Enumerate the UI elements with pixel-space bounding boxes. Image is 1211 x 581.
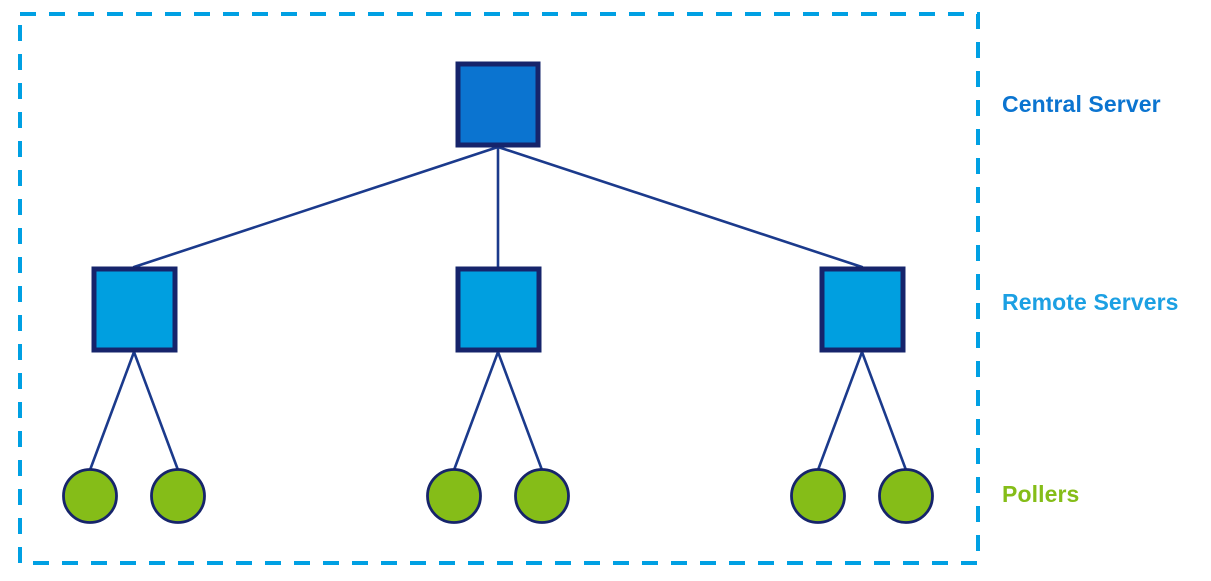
deployment-boundary — [18, 12, 980, 565]
tier-label-pollers: Pollers — [1002, 481, 1080, 507]
poller-node-2[interactable] — [150, 468, 206, 524]
tier-label-remote-servers: Remote Servers — [1002, 289, 1179, 315]
poller-node-5[interactable] — [790, 468, 846, 524]
remote-server-node-3[interactable] — [819, 266, 906, 353]
connector-remote-1-to-poller-1 — [88, 350, 136, 472]
central-server-node-group — [455, 61, 541, 148]
remote-server-node-1[interactable] — [91, 266, 178, 353]
connector-central-to-remote-1 — [132, 145, 500, 269]
poller-node-4[interactable] — [514, 468, 570, 524]
connector-group-central-to-remote — [132, 145, 864, 269]
poller-node-6[interactable] — [878, 468, 934, 524]
poller-node-3[interactable] — [426, 468, 482, 524]
connector-remote-3-to-poller-5 — [816, 350, 864, 472]
remote-server-node-2[interactable] — [455, 266, 542, 353]
tier-label-central-server: Central Server — [1002, 91, 1161, 117]
poller-node-group — [62, 468, 934, 524]
connector-remote-2-to-poller-3 — [452, 350, 500, 472]
connector-remote-3-to-poller-6 — [860, 350, 908, 472]
poller-node-1[interactable] — [62, 468, 118, 524]
connector-remote-1-to-poller-2 — [132, 350, 180, 472]
remote-server-node-group — [91, 266, 906, 353]
connector-central-to-remote-3 — [496, 145, 864, 269]
connector-group-remote-to-pollers — [88, 350, 908, 472]
central-server-node[interactable] — [455, 61, 541, 148]
connector-remote-2-to-poller-4 — [496, 350, 544, 472]
